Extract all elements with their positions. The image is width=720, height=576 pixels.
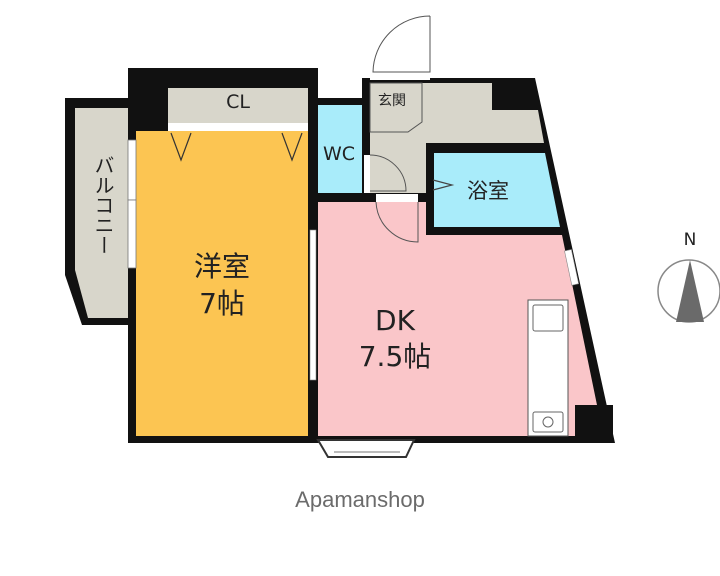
wc-label: WC — [323, 143, 355, 165]
bathroom-label: 浴室 — [467, 179, 509, 203]
entrance-label: 玄関 — [378, 92, 406, 109]
compass-icon: N — [657, 230, 720, 323]
western-room — [136, 131, 308, 436]
balcony — [65, 98, 128, 325]
bathroom — [434, 153, 560, 227]
western-room-label: 洋室 — [194, 250, 250, 283]
wc — [318, 105, 362, 193]
entrance — [370, 83, 544, 193]
sink — [532, 304, 564, 332]
stove — [532, 411, 564, 433]
dk-label: DK — [375, 304, 416, 337]
balcony-label: バルコニー — [91, 155, 115, 255]
western-room-size: 7帖 — [199, 287, 245, 320]
dk — [318, 202, 597, 436]
dk-size: 7.5帖 — [359, 340, 432, 373]
compass-north-label: N — [684, 230, 697, 250]
closet-label: CL — [226, 91, 250, 113]
closet — [168, 88, 308, 123]
brand-watermark: Apamanshop — [295, 487, 425, 512]
